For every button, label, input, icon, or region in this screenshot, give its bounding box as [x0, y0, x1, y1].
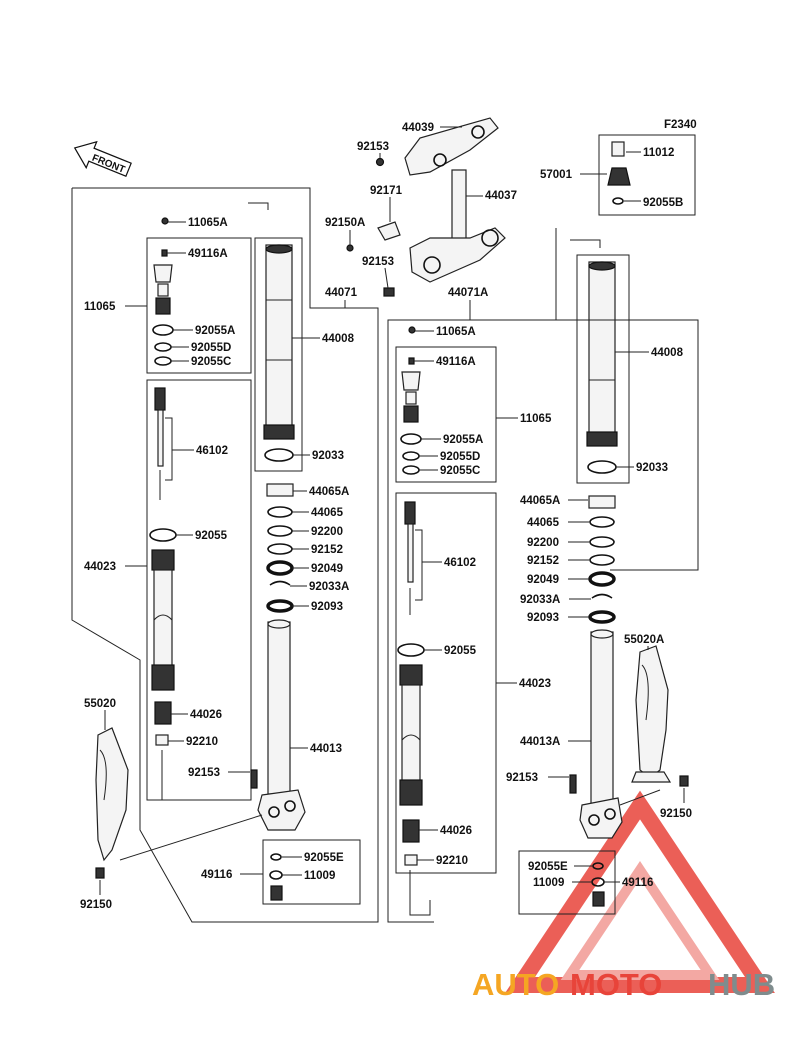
callout-92150-left: 92150 — [80, 899, 112, 911]
left-cap-assy — [152, 217, 174, 366]
front-arrow-icon: FRONT — [73, 140, 132, 177]
callout-49116a-right: 49116A — [436, 356, 476, 368]
callout-92055e-left: 92055E — [304, 852, 344, 864]
right-seals-stack — [588, 495, 616, 624]
callout-11009-left: 11009 — [304, 870, 335, 882]
right-cartridge — [397, 501, 431, 916]
callout-92033-right: 92033 — [636, 462, 668, 474]
left-inner-tube — [250, 619, 306, 831]
callout-57001: 57001 — [540, 169, 573, 181]
left-outer-tube — [263, 244, 295, 462]
left-bottom-bolt — [269, 853, 283, 901]
callout-49116-left: 49116 — [201, 869, 232, 881]
callout-55020a: 55020A — [624, 634, 664, 646]
callout-44008-right: 44008 — [651, 347, 684, 359]
callout-44065-right: 44065 — [527, 517, 560, 529]
callout-92153-lower: 92153 — [362, 256, 394, 268]
callout-92055a-left: 92055A — [195, 325, 235, 337]
right-inner-tube — [569, 629, 623, 839]
callout-11009-right: 11009 — [533, 877, 564, 889]
right-fork-guard — [631, 645, 689, 787]
callout-92210-left: 92210 — [186, 736, 218, 748]
callout-44026-right: 44026 — [440, 825, 472, 837]
callout-92055b: 92055B — [643, 197, 683, 209]
callout-92150-right: 92150 — [660, 808, 692, 820]
callout-44071a: 44071A — [448, 287, 488, 299]
callout-92153-top: 92153 — [357, 141, 389, 153]
callout-11012: 11012 — [643, 147, 674, 159]
callout-46102-right: 46102 — [444, 557, 476, 569]
callout-92152-left: 92152 — [311, 544, 343, 556]
left-seals-stack — [266, 483, 294, 613]
callout-92171: 92171 — [370, 185, 403, 197]
left-cartridge — [149, 387, 192, 801]
callout-44023-left: 44023 — [84, 561, 116, 573]
callout-44065a-left: 44065A — [309, 486, 349, 498]
callout-11065-right: 11065 — [520, 413, 552, 425]
callout-92055e-right: 92055E — [528, 861, 568, 873]
tool-kit-box — [598, 134, 696, 216]
callout-44065a-right: 44065A — [520, 495, 560, 507]
callout-44026-left: 44026 — [190, 709, 222, 721]
right-outer-tube — [586, 261, 618, 474]
callout-44065-left: 44065 — [311, 507, 344, 519]
callout-11065-left: 11065 — [84, 301, 116, 313]
callout-92055c-left: 92055C — [191, 356, 231, 368]
callout-92153-right: 92153 — [506, 772, 538, 784]
watermark-wordmark: AUTO MOTO HUB — [472, 967, 775, 1002]
callout-44013-left: 44013 — [310, 743, 342, 755]
callout-92049-right: 92049 — [527, 574, 559, 586]
lower-clamp — [409, 227, 506, 283]
right-fork-outline — [387, 228, 699, 923]
callout-92200-left: 92200 — [311, 526, 343, 538]
watermark-logo — [505, 790, 775, 993]
callout-92150a: 92150A — [325, 217, 365, 229]
callout-92033a-right: 92033A — [520, 594, 560, 606]
watermark-brand-auto: AUTO — [472, 967, 559, 1002]
callout-92153-left: 92153 — [188, 767, 220, 779]
callout-92093-left: 92093 — [311, 601, 343, 613]
callout-92055-right: 92055 — [444, 645, 477, 657]
callout-92055c-right: 92055C — [440, 465, 480, 477]
callout-44023-right: 44023 — [519, 678, 551, 690]
diagram-code: F2340 — [664, 119, 697, 131]
left-fork-outline — [71, 187, 379, 923]
watermark-brand-moto: MOTO — [570, 967, 662, 1002]
watermark-triangle-inner — [560, 860, 720, 980]
upper-clamp — [404, 117, 499, 176]
callout-92055a-right: 92055A — [443, 434, 483, 446]
left-fork-guard — [95, 727, 129, 879]
watermark-triangle-outer — [505, 790, 775, 993]
callout-92033a-left: 92033A — [309, 581, 349, 593]
callout-49116a-left: 49116A — [188, 248, 228, 260]
callout-92049-left: 92049 — [311, 563, 343, 575]
callout-92152-right: 92152 — [527, 555, 559, 567]
callout-44013a-right: 44013A — [520, 736, 560, 748]
watermark-brand-hub: HUB — [708, 967, 775, 1002]
callout-92200-right: 92200 — [527, 537, 559, 549]
callout-92055d-left: 92055D — [191, 342, 231, 354]
right-cap-assy — [400, 326, 422, 475]
steering-stem-assembly — [346, 117, 506, 297]
callout-92033-left: 92033 — [312, 450, 344, 462]
callout-44008-left: 44008 — [322, 333, 355, 345]
callout-11065a-right: 11065A — [436, 326, 476, 338]
callout-11065a-left: 11065A — [188, 217, 228, 229]
callout-49116-right: 49116 — [622, 877, 653, 889]
callout-44037: 44037 — [485, 190, 517, 202]
callout-46102-left: 46102 — [196, 445, 228, 457]
callout-55020: 55020 — [84, 698, 116, 710]
callout-44039: 44039 — [402, 122, 434, 134]
callout-44071: 44071 — [325, 287, 358, 299]
callout-92055d-right: 92055D — [440, 451, 480, 463]
callout-92210-right: 92210 — [436, 855, 468, 867]
callout-92093-right: 92093 — [527, 612, 559, 624]
callout-92055-left: 92055 — [195, 530, 228, 542]
